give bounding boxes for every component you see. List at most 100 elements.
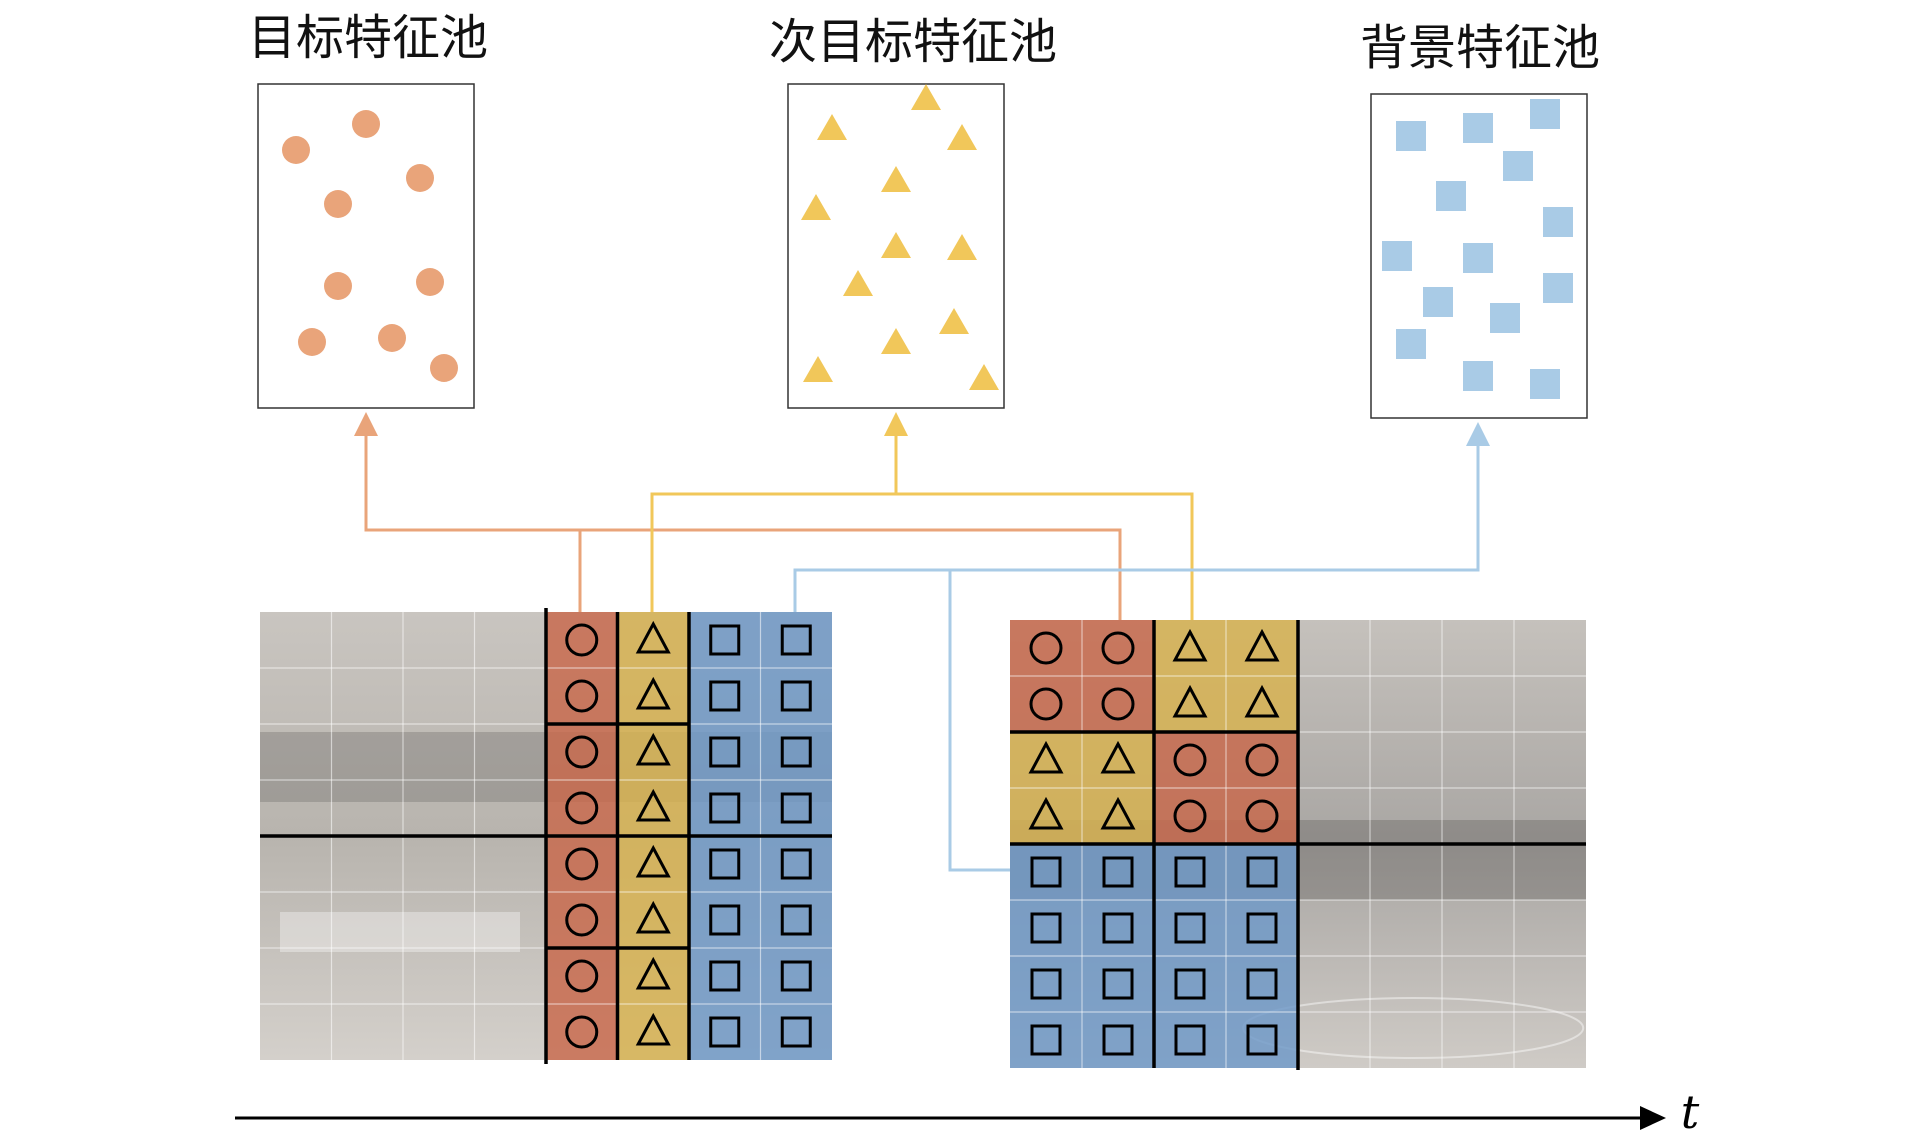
pool-circle-feature [324, 272, 352, 300]
cell-square-mark [1030, 1024, 1062, 1056]
cell-circle-mark [1029, 687, 1063, 721]
pool-triangle-feature [947, 124, 977, 150]
pool-circle-feature [416, 268, 444, 296]
pool-triangle-feature [803, 356, 833, 382]
pool-circle-feature [406, 164, 434, 192]
pool-square-feature [1530, 99, 1560, 129]
cell-circle-mark [565, 1015, 599, 1049]
cell-square-mark [1174, 856, 1206, 888]
cell-square-mark [709, 792, 741, 824]
pool-circle-feature [378, 324, 406, 352]
cell-circle-mark [1101, 687, 1135, 721]
pool-square-feature [1396, 121, 1426, 151]
cell-square-mark [1030, 912, 1062, 944]
cell-triangle-mark [635, 956, 671, 990]
pool-square-feature [1463, 243, 1493, 273]
cell-square-mark [709, 848, 741, 880]
pool-title-background: 背景特征池 [1360, 20, 1600, 76]
cell-square-mark [780, 736, 812, 768]
pool-circle-feature [298, 328, 326, 356]
cell-square-mark [1102, 856, 1134, 888]
cell-square-mark [1174, 912, 1206, 944]
cell-triangle-mark [1028, 796, 1064, 830]
pool-square-feature [1423, 287, 1453, 317]
cell-square-mark [1102, 968, 1134, 1000]
pool-triangle-feature [801, 194, 831, 220]
cell-square-mark [780, 960, 812, 992]
pool-square-feature [1436, 181, 1466, 211]
cell-circle-mark [565, 903, 599, 937]
cell-circle-mark [565, 623, 599, 657]
cell-circle-mark [1029, 631, 1063, 665]
cell-square-mark [709, 680, 741, 712]
pool-square-feature [1382, 241, 1412, 271]
frame-2 [1010, 620, 1586, 1070]
pool-triangle-feature [939, 308, 969, 334]
cell-circle-mark [565, 791, 599, 825]
cell-triangle-mark [635, 788, 671, 822]
cell-triangle-mark [1100, 796, 1136, 830]
connector-target-frame2 [580, 528, 1122, 620]
cell-triangle-mark [1028, 740, 1064, 774]
pool-circle-feature [352, 110, 380, 138]
cell-square-mark [780, 1016, 812, 1048]
arrow-to-background-pool [1466, 422, 1490, 446]
cell-circle-mark [1245, 799, 1279, 833]
connector-subtarget-frame2 [896, 492, 1194, 620]
connector-background-frame1 [793, 446, 1480, 612]
cell-triangle-mark [635, 620, 671, 654]
cell-square-mark [709, 960, 741, 992]
pool-triangle-feature [881, 166, 911, 192]
cell-triangle-mark [1244, 684, 1280, 718]
cell-square-mark [780, 848, 812, 880]
cell-triangle-mark [635, 900, 671, 934]
pool-square-feature [1463, 361, 1493, 391]
pool-triangle-feature [843, 270, 873, 296]
cell-square-mark [780, 904, 812, 936]
arrow-to-subtarget-pool [884, 412, 908, 436]
pool-title-subtarget: 次目标特征池 [769, 14, 1057, 70]
pool-circle-feature [430, 354, 458, 382]
pool-square-feature [1543, 273, 1573, 303]
cell-circle-mark [565, 959, 599, 993]
cell-square-mark [780, 792, 812, 824]
connector-background-frame2 [948, 570, 1010, 872]
pool-triangle-feature [817, 114, 847, 140]
pool-circle-feature [282, 136, 310, 164]
cell-square-mark [1030, 856, 1062, 888]
cell-square-mark [780, 680, 812, 712]
pool-triangle-feature [969, 364, 999, 390]
cell-circle-mark [1101, 631, 1135, 665]
cell-square-mark [1102, 912, 1134, 944]
cell-square-mark [1246, 968, 1278, 1000]
cell-triangle-mark [1172, 684, 1208, 718]
connector-subtarget-frame1 [650, 436, 898, 612]
connector-lines [354, 412, 1490, 872]
pool-square-feature [1490, 303, 1520, 333]
pool-square-feature [1396, 329, 1426, 359]
pool-triangle-feature [947, 234, 977, 260]
pool-triangle-feature [881, 328, 911, 354]
cell-square-mark [1246, 1024, 1278, 1056]
cell-square-mark [709, 624, 741, 656]
cell-triangle-mark [635, 1012, 671, 1046]
cell-square-mark [1246, 856, 1278, 888]
time-axis-arrowhead [1640, 1106, 1666, 1130]
cell-circle-mark [565, 847, 599, 881]
cell-circle-mark [1173, 799, 1207, 833]
pool-square-feature [1503, 151, 1533, 181]
cell-triangle-mark [1172, 628, 1208, 662]
cell-circle-mark [565, 679, 599, 713]
cell-square-mark [709, 904, 741, 936]
pool-triangle-feature [881, 232, 911, 258]
pool-circle-feature [324, 190, 352, 218]
cell-triangle-mark [635, 732, 671, 766]
cell-circle-mark [565, 735, 599, 769]
time-axis-label: t [1681, 1085, 1700, 1134]
pool-square-feature [1543, 207, 1573, 237]
pool-square-feature [1530, 369, 1560, 399]
cell-triangle-mark [1244, 628, 1280, 662]
cell-square-mark [1102, 1024, 1134, 1056]
